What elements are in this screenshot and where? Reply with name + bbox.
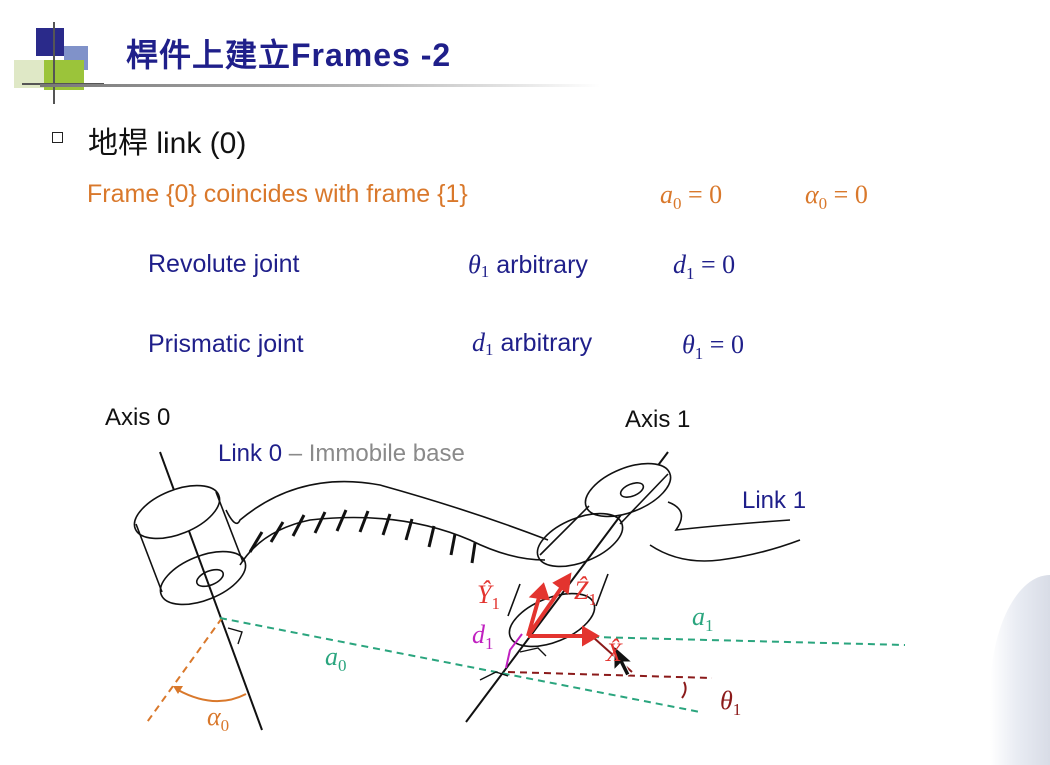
z1-hat-label: Ẑ1 (574, 576, 597, 610)
a1-diagram-symbol: a (692, 602, 705, 631)
alpha0-arc (178, 690, 246, 701)
x-hat-symbol: X̂ (606, 638, 622, 667)
z1-hat-subscript: 1 (588, 590, 597, 609)
a0-diagram-subscript: 0 (338, 656, 347, 675)
x-projection-dashed (508, 672, 712, 678)
y1-hat-label: Ŷ1 (477, 580, 500, 614)
a0-diagram-symbol: a (325, 642, 338, 671)
link0-description: Immobile base (309, 440, 465, 467)
alpha0-diagram-label: α0 (207, 702, 229, 736)
z1-hat-symbol: Ẑ (574, 576, 588, 605)
axis1-label: Axis 1 (625, 406, 690, 434)
link0-lower-edge (240, 518, 545, 566)
x-hat-label: X̂ (606, 638, 622, 668)
link0-name: Link 0 (218, 440, 282, 467)
alpha0-diagram-symbol: α (207, 702, 221, 731)
link1-lower-edge (650, 540, 800, 561)
a0-common-normal (220, 618, 700, 712)
d1-label: d1 (472, 620, 494, 654)
link0-cylinder (127, 475, 253, 616)
link1-label: Link 1 (742, 487, 806, 515)
link1-cylinder (530, 453, 678, 578)
a1-common-normal (592, 637, 905, 645)
d1-subscript: 1 (485, 634, 494, 653)
a0-diagram-label: a0 (325, 642, 347, 676)
x1-arrowhead (584, 629, 596, 643)
a1-diagram-subscript: 1 (705, 616, 714, 635)
theta1-diagram-label: θ1 (720, 686, 741, 720)
y1-arrowhead (533, 586, 547, 598)
theta1-arc (682, 682, 686, 698)
axis0-label: Axis 0 (105, 404, 170, 432)
d1-symbol: d (472, 620, 485, 649)
y1-hat-subscript: 1 (491, 594, 500, 613)
z1-arrowhead (556, 576, 569, 591)
link0-label: Link 0 – Immobile base (218, 440, 465, 468)
a1-diagram-label: a1 (692, 602, 714, 636)
y1-hat-symbol: Ŷ (477, 580, 491, 609)
theta1-diagram-symbol: θ (720, 686, 733, 715)
theta1-diagram-subscript: 1 (733, 700, 742, 719)
alpha0-diagram-subscript: 0 (221, 716, 230, 735)
right-angle-mark-2 (520, 648, 546, 656)
link0-dash: – (282, 440, 309, 467)
link0-upper-edge (226, 482, 548, 540)
